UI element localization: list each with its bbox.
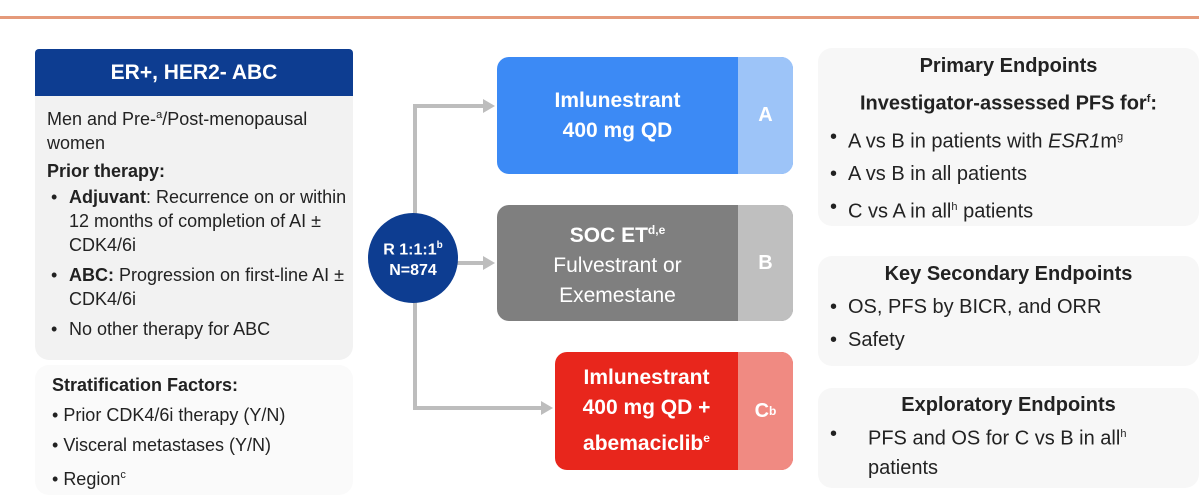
- connector-a: [413, 104, 483, 108]
- population-intro: Men and Pre-a/Post-menopausal women: [47, 109, 308, 153]
- stratification-item: • Prior CDK4/6i therapy (Y/N): [52, 405, 286, 425]
- secondary-endpoints: Key Secondary Endpoints OS, PFS by BICR,…: [818, 256, 1199, 366]
- primary-item: C vs A in allh patients: [826, 191, 1199, 229]
- population-header: ER+, HER2- ABC: [35, 49, 353, 96]
- prior-item: Adjuvant: Recurrence on or within 12 mon…: [47, 185, 347, 257]
- stratification-item: • Regionc: [52, 469, 126, 489]
- prior-therapy-title: Prior therapy:: [47, 161, 166, 181]
- population-body: Men and Pre-a/Post-menopausal women Prio…: [47, 103, 347, 341]
- prior-item: ABC: Progression on first-line AI ± CDK4…: [47, 263, 347, 311]
- stratification-title: Stratification Factors:: [52, 375, 239, 395]
- prior-item: No other therapy for ABC: [47, 317, 347, 341]
- stratification-item: • Visceral metastases (Y/N): [52, 435, 272, 455]
- primary-subtitle: Investigator-assessed PFS forf:: [859, 92, 1158, 115]
- secondary-title: Key Secondary Endpoints: [884, 263, 1133, 285]
- exploratory-title: Exploratory Endpoints: [901, 394, 1116, 416]
- exploratory-item: PFS and OS for C vs B in allh patients: [826, 420, 1128, 483]
- stratification-panel: [35, 365, 353, 495]
- secondary-item: OS, PFS by BICR, and ORR: [826, 291, 1199, 324]
- primary-item: A vs B in patients with ESR1mg: [826, 121, 1199, 159]
- connector-c: [413, 406, 541, 410]
- primary-endpoints: Primary Endpoints Investigator-assessed …: [818, 48, 1199, 226]
- stratification: Stratification Factors: • Prior CDK4/6i …: [52, 370, 352, 494]
- header-divider: [0, 16, 1199, 19]
- arrow-b-icon: [483, 256, 495, 270]
- arrow-a-icon: [483, 99, 495, 113]
- primary-item: A vs B in all patients: [826, 158, 1199, 191]
- randomization-circle: R 1:1:1b N=874: [368, 213, 458, 303]
- secondary-item: Safety: [826, 324, 1199, 357]
- arm-b-label: B: [738, 205, 793, 321]
- arrow-c-icon: [541, 401, 553, 415]
- exploratory-endpoints: Exploratory Endpoints PFS and OS for C v…: [818, 388, 1199, 488]
- arm-a-label: A: [738, 57, 793, 174]
- primary-title: Primary Endpoints: [919, 55, 1098, 77]
